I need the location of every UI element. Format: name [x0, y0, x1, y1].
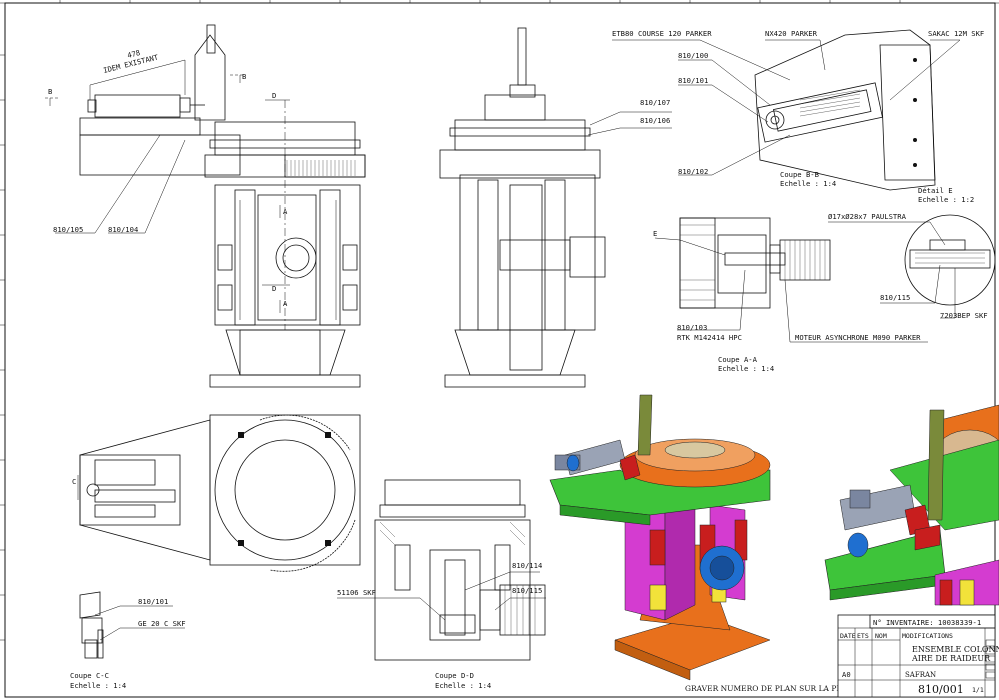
- footer-note: GRAVER NUMERO DE PLAN SUR LA PIECE: [685, 684, 856, 693]
- label-810-114: 810/114: [512, 561, 542, 570]
- label-810-101-bot: 810/101: [138, 597, 168, 606]
- label-nx420: NX420 PARKER: [765, 29, 818, 38]
- label-c: C: [72, 477, 76, 486]
- scale-coupe-bb: Echelle : 1:4: [780, 179, 836, 188]
- scale-coupe-dd: Echelle : 1:4: [435, 681, 491, 690]
- title-coupe-aa: Coupe A-A: [718, 355, 758, 364]
- coupe-dd-view: [337, 479, 546, 661]
- title-block-inventaire: N° INVENTAIRE: 10038339-1: [873, 618, 981, 627]
- border-ticks: [0, 0, 901, 641]
- label-paulstra: Ø17xØ28x7 PAULSTRA: [828, 212, 907, 221]
- label-d1: D: [272, 91, 276, 100]
- label-810-106: 810/106: [640, 116, 670, 125]
- title-block-col-nom: NOM: [875, 632, 887, 640]
- iso-view-main: [549, 394, 771, 681]
- coupe-cc-detail: [79, 591, 185, 659]
- label-810-102: 810/102: [678, 167, 708, 176]
- scale-detail-e: Echelle : 1:2: [918, 195, 974, 204]
- view-titles: Coupe B-B Echelle : 1:4 Détail E Echelle…: [70, 170, 974, 693]
- detail-e-view: [828, 214, 996, 319]
- coupe-bb-view: [612, 29, 961, 191]
- label-810-115-right: 810/115: [880, 293, 910, 302]
- label-a1: A: [283, 207, 288, 216]
- title-detail-e: Détail E: [918, 186, 953, 195]
- label-sakac: SAKAC 12M SKF: [928, 29, 984, 38]
- label-810-103: 810/103: [677, 323, 707, 332]
- label-810-100: 810/100: [678, 51, 708, 60]
- title-block-col-modifs: MODIFICATIONS: [902, 632, 953, 640]
- scale-coupe-aa: Echelle : 1:4: [718, 364, 774, 373]
- front-view: [45, 24, 366, 388]
- label-e: E: [653, 229, 657, 238]
- coupe-aa-view: [654, 217, 928, 343]
- label-51106: 51106 SKF: [337, 588, 376, 597]
- label-810-107: 810/107: [640, 98, 670, 107]
- title-block-sheet: 1/1: [972, 686, 984, 694]
- label-dim-478: 478: [126, 48, 141, 60]
- title-block-format: A0: [842, 670, 851, 679]
- title-coupe-cc: Coupe C-C: [70, 671, 109, 680]
- label-a2: A: [283, 299, 288, 308]
- title-block-col-ets: ETS: [857, 632, 869, 640]
- title-block: N° INVENTAIRE: 10038339-1 DATE ETS NOM M…: [837, 614, 999, 698]
- label-d2: D: [272, 284, 276, 293]
- title-coupe-bb: Coupe B-B: [780, 170, 819, 179]
- label-b1: B: [48, 87, 52, 96]
- label-810-115-mid: 810/115: [512, 586, 542, 595]
- label-rtk: RTK M142414 HPC: [677, 333, 742, 342]
- label-810-104: 810/104: [108, 225, 138, 234]
- label-moteur: MOTEUR ASYNCHRONE M090 PARKER: [795, 333, 921, 342]
- label-ge20: GE 20 C SKF: [138, 619, 186, 628]
- title-block-col-date: DATE: [840, 632, 856, 640]
- callout-labels: ETB80 COURSE 120 PARKER NX420 PARKER SAK…: [48, 29, 988, 628]
- title-block-title-1: ENSEMBLE COLONNE: [912, 645, 999, 654]
- iso-view-detail: [824, 404, 999, 606]
- title-coupe-dd: Coupe D-D: [435, 671, 474, 680]
- label-b2: B: [242, 72, 246, 81]
- side-view: [439, 27, 672, 388]
- top-view: [77, 414, 361, 572]
- label-810-101-top: 810/101: [678, 76, 708, 85]
- title-block-title-2: AIRE DE RAIDEUR: [911, 654, 991, 663]
- title-block-drawing-no: 810/001: [918, 683, 964, 696]
- label-7203bep: 7203BEP SKF: [940, 311, 988, 320]
- scale-coupe-cc: Echelle : 1:4: [70, 681, 126, 690]
- title-block-company: SAFRAN: [905, 671, 936, 679]
- label-810-105: 810/105: [53, 225, 83, 234]
- label-etb80: ETB80 COURSE 120 PARKER: [612, 29, 712, 38]
